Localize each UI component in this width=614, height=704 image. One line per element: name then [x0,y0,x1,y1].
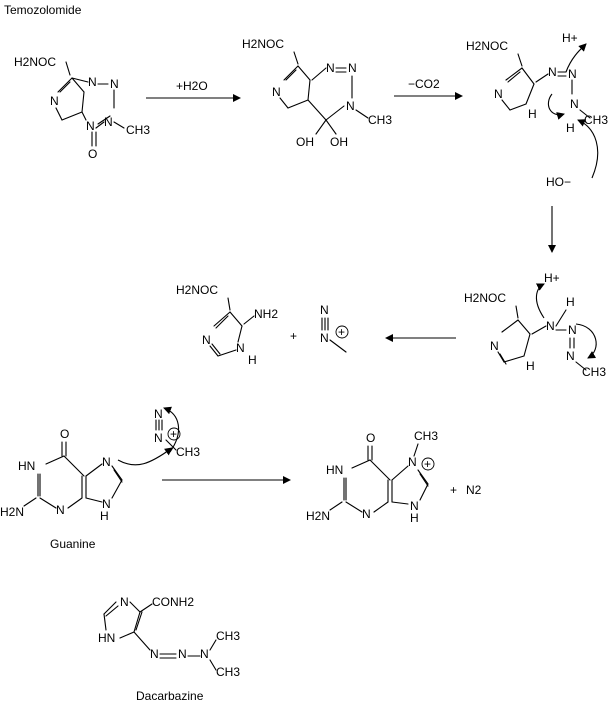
nh-h-label: H [248,353,257,367]
dacarbazine-structure: N HN CONH2 N N N CH3 CH3 [98,595,240,679]
triazene-intermediate-structure: H2NOC N H N N N CH3 H H+ HO− [466,31,608,189]
ch3-label: CH3 [414,429,438,443]
temozolomide-structure: H2NOC N N N N O N CH3 [14,55,150,161]
ch3-label: CH3 [126,123,150,137]
h2n-label: H2N [306,509,330,523]
hn-label: HN [98,631,115,645]
h-label: H [566,295,575,309]
nh-h-label: H [526,359,535,373]
n-label: N [320,303,329,317]
nh-n9-label: N [410,499,419,513]
n-label: N [200,647,209,661]
imidazole-n-label: N [490,339,499,353]
temozolomide-caption: Temozolomide [4,3,82,17]
n-label: N [120,595,129,609]
decarboxylation-label: −CO2 [408,77,440,91]
nh2-label: NH2 [254,307,278,321]
imidazole-n-label: N [50,94,59,108]
n7-label: N [102,455,111,469]
conh2-label: CONH2 [152,595,194,609]
ho-minus-label: HO− [546,175,571,189]
h-label: H [566,121,575,135]
ch3-label: CH3 [176,445,200,459]
ch3-label: CH3 [368,113,392,127]
plus-charge: + [424,457,431,471]
nh-h-label: H [528,107,537,121]
hn-label: HN [18,459,35,473]
plus-charge: + [170,427,177,441]
n-label: N [150,647,159,661]
hydration-label: +H2O [176,79,208,93]
ch3-label: CH3 [216,629,240,643]
nh-n9-label: N [102,497,111,511]
n-label: N [568,67,577,81]
n-label: N [154,431,163,445]
n-label: N [320,331,329,345]
n-label: N [110,77,119,91]
n-label: N [178,647,187,661]
n-label: N [362,507,371,521]
n2-label: N2 [466,483,482,497]
n-label: N [326,61,335,75]
n-label: N [104,115,113,129]
h2noc-label: H2NOC [14,55,56,69]
h2noc-label: H2NOC [242,37,284,51]
n-label: N [566,349,575,363]
n-label: N [346,99,355,113]
oh-label: OH [296,135,314,149]
nh-h-label: H [100,509,109,523]
n-label: N [154,407,163,421]
n-label: N [570,97,579,111]
h2noc-label: H2NOC [466,39,508,53]
aic-structure: H2NOC N N H NH2 [176,283,278,367]
h2n-label: H2N [0,505,24,519]
h-plus-label: H+ [562,31,578,45]
imidazole-n-label: N [494,87,503,101]
n-label: N [88,75,97,89]
n7-label: N [408,455,417,469]
imidazole-n-label: N [202,333,211,347]
o-label: O [366,431,375,445]
plus-charge: + [338,325,345,339]
dacarbazine-caption: Dacarbazine [136,689,204,703]
n7-methylguanine-structure: O HN H2N N N CH3 + N H [306,429,438,525]
o-label: O [60,427,69,441]
plus-sign: + [450,483,457,497]
nh-h-label: H [410,511,419,525]
h2noc-label: H2NOC [176,283,218,297]
ch3-label: CH3 [216,665,240,679]
n-label: N [348,61,357,75]
plus-sign: + [290,329,297,343]
oh-label: OH [330,135,348,149]
guanine-caption: Guanine [50,537,96,551]
n-label: N [86,119,95,133]
ch3-label: CH3 [582,365,606,379]
n-label: N [56,503,65,517]
n-label: N [546,319,555,333]
imidazole-n-label: N [272,85,281,99]
methyldiazonium-structure: N N + [320,303,349,353]
h2noc-label: H2NOC [464,291,506,305]
hydrated-intermediate-structure: H2NOC N N N N CH3 OH OH [242,37,392,149]
tautomer-structure: H2NOC N H N H N N CH3 H+ [464,271,606,379]
o-label: O [88,147,97,161]
nh-label: N [236,341,245,355]
ch3-label: CH3 [584,113,608,127]
n-label: N [568,323,577,337]
methyldiazonium-structure: N N + CH3 [117,406,200,466]
n-label: N [548,65,557,79]
hn-label: HN [326,463,343,477]
h-plus-label: H+ [544,271,560,285]
guanine-structure: O HN H2N N N N H [0,427,123,523]
